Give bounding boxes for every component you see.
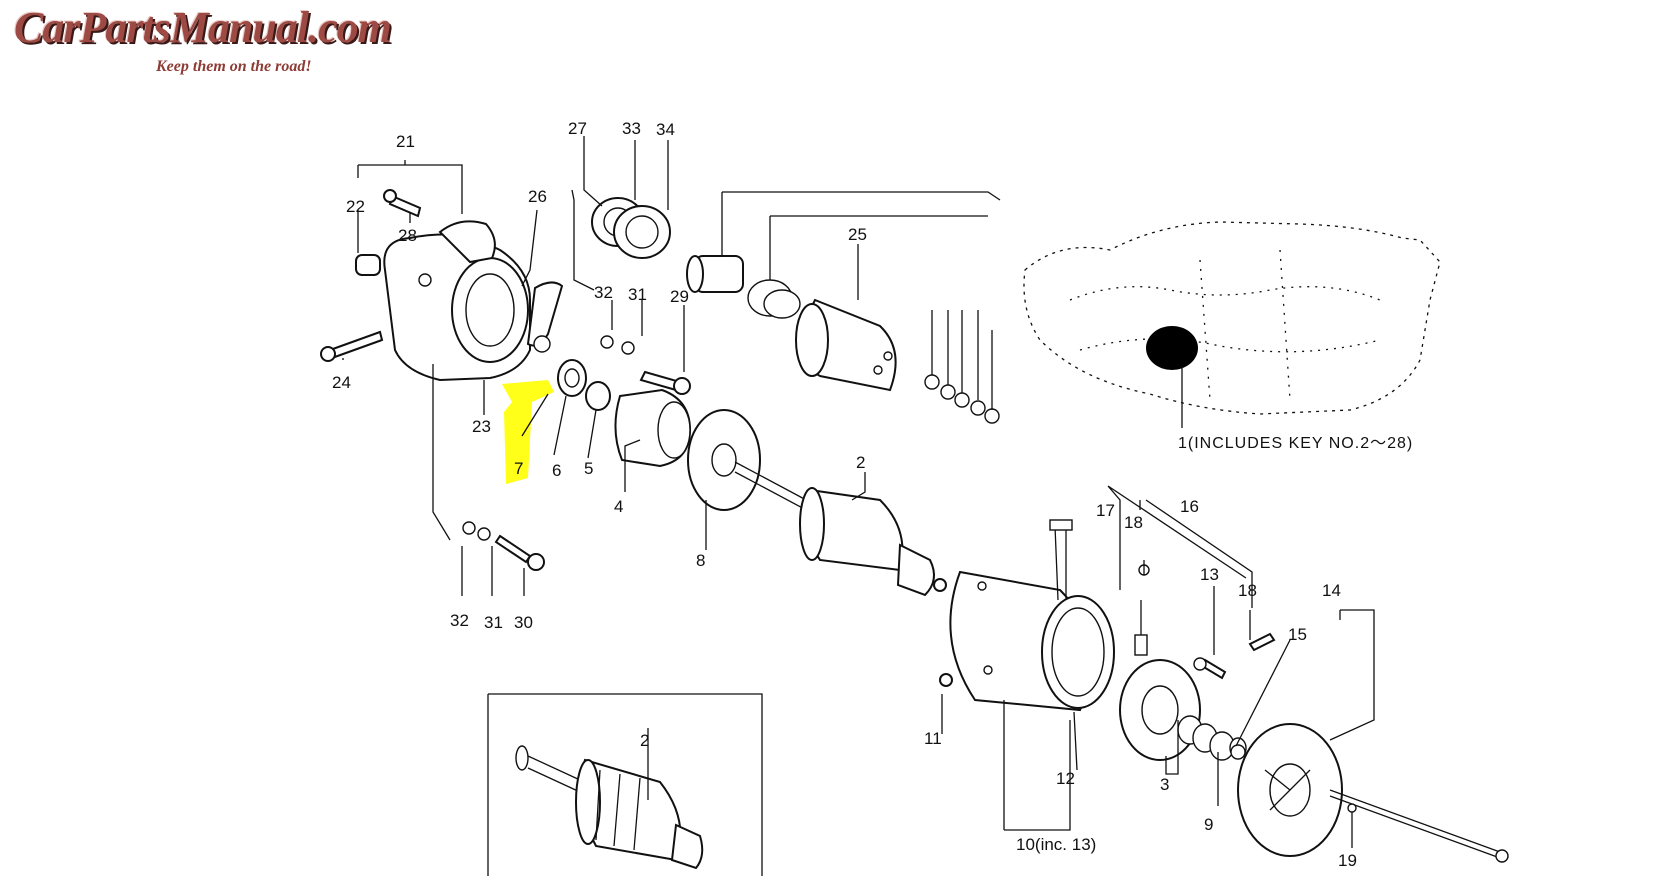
callout-25: 25 — [848, 225, 867, 244]
callout-8: 8 — [696, 551, 705, 570]
callout-13: 13 — [1200, 565, 1219, 584]
callout-1-location: 1(INCLUDES KEY NO.2～28) — [1178, 435, 1413, 452]
callout-21: 21 — [396, 132, 415, 151]
callout-10: 10(inc. 13) — [1016, 835, 1096, 854]
leader-lines — [342, 136, 1375, 848]
callout-26: 26 — [528, 187, 547, 206]
callout-9: 9 — [1204, 815, 1213, 834]
armature-assembly — [687, 409, 947, 597]
callout-4: 4 — [614, 497, 623, 516]
armature-detail-inset — [487, 693, 763, 876]
callout-2: 2 — [856, 453, 865, 472]
yoke-assembly — [939, 519, 1276, 712]
dust-cover-group — [591, 197, 671, 259]
callout-19: 19 — [1338, 851, 1357, 870]
engine-location-inset — [1023, 221, 1441, 428]
rear-cover-group — [1119, 659, 1509, 863]
callout-7: 7 — [514, 459, 523, 478]
callout-32b: 32 — [594, 283, 613, 302]
callout-31b: 31 — [628, 285, 647, 304]
callout-3: 3 — [1160, 775, 1169, 794]
callout-28: 28 — [398, 226, 417, 245]
callout-30: 30 — [514, 613, 533, 632]
callout-22: 22 — [346, 197, 365, 216]
callout-23: 23 — [472, 417, 491, 436]
callout-32a: 32 — [450, 611, 469, 630]
callout-18a: 18 — [1124, 513, 1143, 532]
part-7-highlight — [502, 380, 554, 484]
callout-29: 29 — [670, 287, 689, 306]
callout-15: 15 — [1288, 625, 1307, 644]
logo-text: CarPartsManual.com — [14, 3, 392, 52]
callout-6: 6 — [552, 461, 561, 480]
through-bolt-set — [462, 521, 545, 571]
callout-18b: 18 — [1238, 581, 1257, 600]
gear-case — [320, 189, 564, 382]
callout-14: 14 — [1322, 581, 1341, 600]
callout-labels: 21 22 28 26 24 23 7 6 5 4 8 32 31 30 27 … — [332, 119, 1413, 870]
pinion-clutch — [557, 359, 692, 468]
callout-31a: 31 — [484, 613, 503, 632]
callout-17: 17 — [1096, 501, 1115, 520]
callout-33: 33 — [622, 119, 641, 138]
logo-tagline: Keep them on the road! — [156, 58, 312, 75]
callout-11: 11 — [924, 729, 942, 748]
callout-16: 16 — [1180, 497, 1199, 516]
callout-2-inset: 2 — [640, 731, 649, 750]
site-logo[interactable]: CarPartsManual.com — [14, 2, 392, 53]
callout-27: 27 — [568, 119, 587, 138]
callout-24: 24 — [332, 373, 351, 392]
callout-34: 34 — [656, 120, 675, 139]
solenoid-group — [600, 255, 1000, 424]
callout-5: 5 — [584, 459, 593, 478]
callout-12: 12 — [1056, 769, 1075, 788]
